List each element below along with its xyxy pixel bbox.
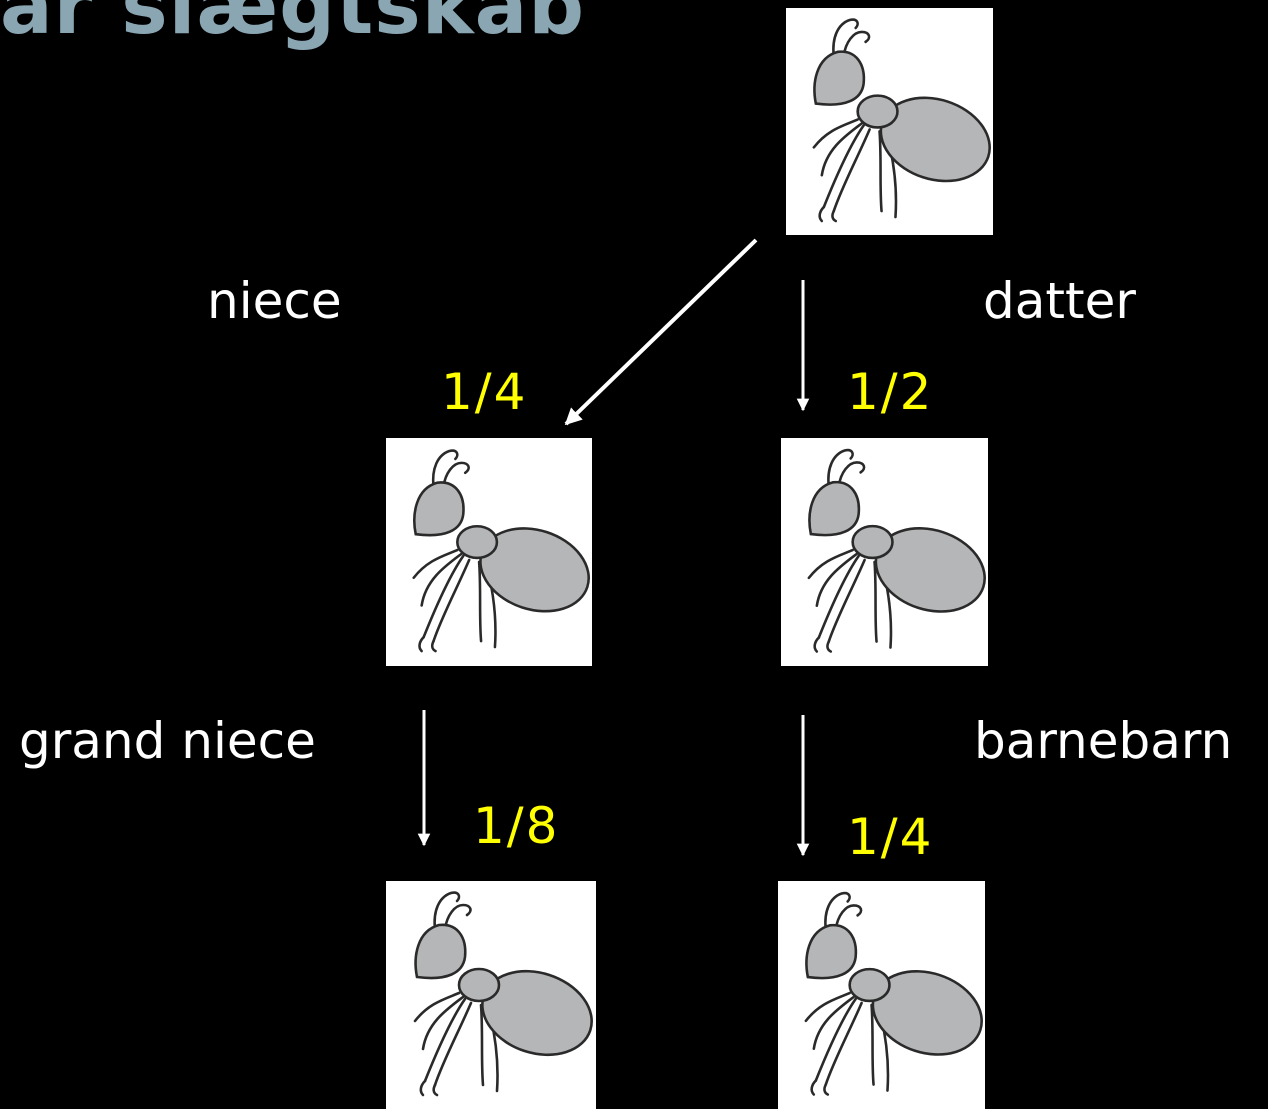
- ratio-niece: 1/4: [441, 363, 528, 421]
- ant-icon: [786, 8, 993, 235]
- ant-icon: [386, 881, 596, 1109]
- ant-icon: [778, 881, 985, 1109]
- arrow-to-niece: [564, 238, 758, 426]
- ant-icon: [386, 438, 592, 666]
- ant-node-grand-niece: [386, 881, 596, 1109]
- label-daughter: datter: [983, 272, 1136, 330]
- page-title: ar slægtskab: [0, 0, 586, 52]
- ant-node-grandchild: [778, 881, 985, 1109]
- ant-node-root: [786, 8, 993, 235]
- label-grandchild: barnebarn: [974, 712, 1233, 770]
- ratio-daughter: 1/2: [847, 363, 934, 421]
- ant-node-daughter: [781, 438, 988, 666]
- label-niece: niece: [207, 272, 342, 330]
- ratio-grand-niece: 1/8: [473, 797, 560, 855]
- ant-icon: [781, 438, 988, 666]
- ratio-grandchild: 1/4: [847, 808, 934, 866]
- label-grand-niece: grand niece: [19, 712, 316, 770]
- ant-node-niece: [386, 438, 592, 666]
